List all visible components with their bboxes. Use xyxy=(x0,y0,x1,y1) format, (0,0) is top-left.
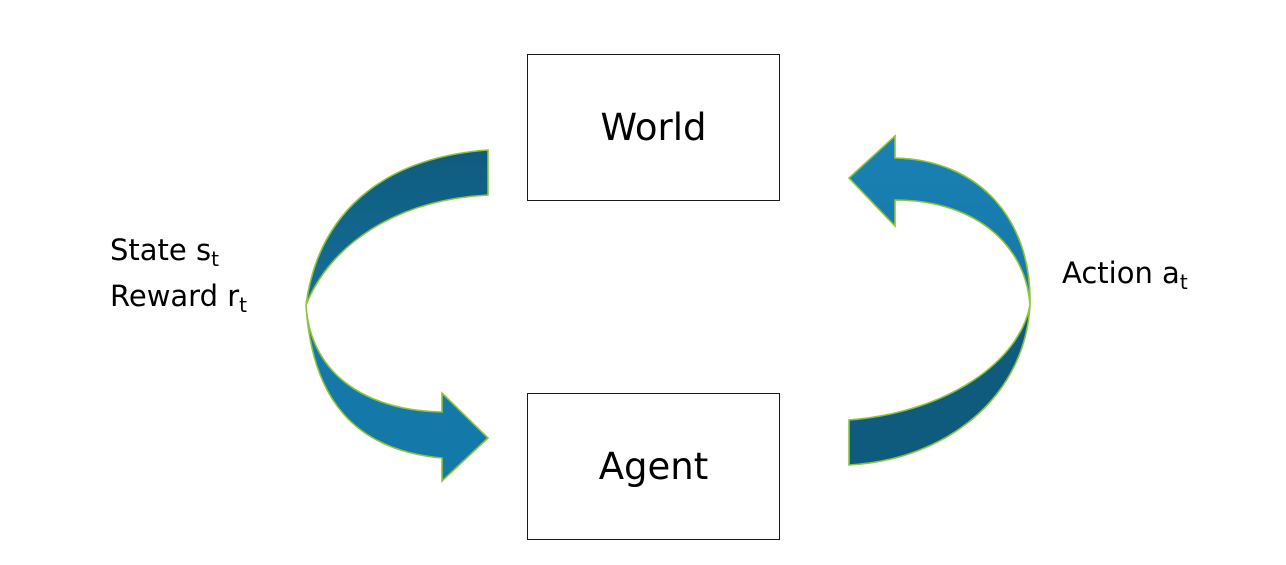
state-text: State s xyxy=(110,233,212,267)
action-text: Action a xyxy=(1062,256,1180,290)
reward-text: Reward r xyxy=(110,279,240,313)
action-subscript: t xyxy=(1179,270,1188,294)
action-label: Action at xyxy=(1062,256,1188,293)
action-arrow xyxy=(847,134,1031,466)
world-label: World xyxy=(600,106,707,149)
world-box: World xyxy=(527,54,780,201)
action-arrow-upper-band xyxy=(847,134,1031,306)
agent-box: Agent xyxy=(527,393,780,540)
reward-subscript: t xyxy=(239,293,247,317)
state-subscript: t xyxy=(211,247,219,271)
state-label: State st xyxy=(110,233,219,270)
state-reward-arrow xyxy=(305,149,490,483)
agent-label: Agent xyxy=(598,445,709,488)
reward-label: Reward rt xyxy=(110,279,247,316)
action-arrow-lower-band xyxy=(848,304,1031,466)
state-arrow-lower-band xyxy=(305,304,490,483)
state-arrow-upper-band xyxy=(305,149,489,306)
